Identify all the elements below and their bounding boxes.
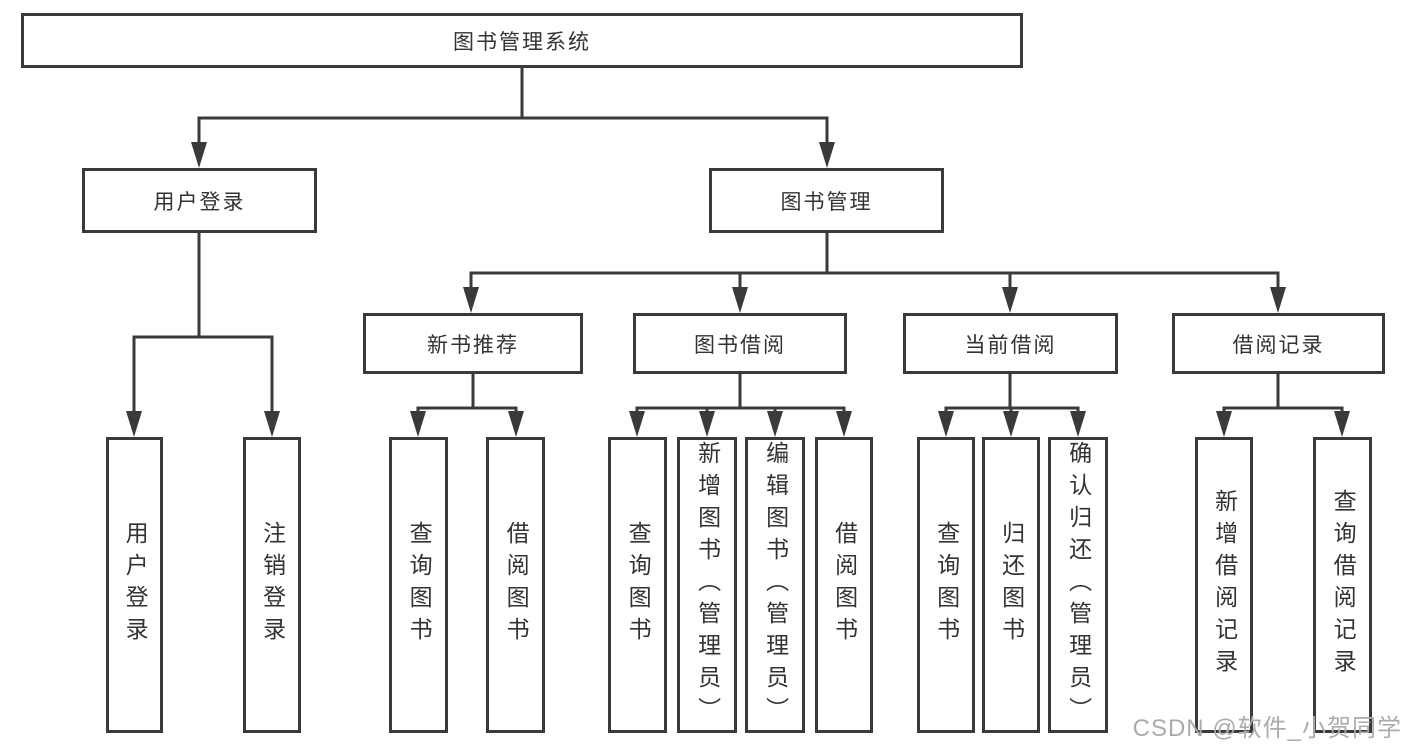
leaf-label: 确认归还（管理员） <box>1065 441 1092 729</box>
node-user-login: 用户登录 <box>82 168 317 233</box>
leaf-confirm-return-admin: 确认归还（管理员） <box>1048 437 1108 733</box>
node-new-book-recommend: 新书推荐 <box>363 313 583 374</box>
leaf-logout: 注销登录 <box>243 437 301 733</box>
leaf-borrow-books: 借阅图书 <box>815 437 873 733</box>
leaf-label: 查询图书 <box>933 521 960 649</box>
leaf-label: 注销登录 <box>259 521 286 649</box>
leaf-label: 借阅图书 <box>831 521 858 649</box>
leaf-label: 查询借阅记录 <box>1330 489 1357 681</box>
leaf-return-book: 归还图书 <box>982 437 1040 733</box>
csdn-watermark: CSDN @软件_小贺同学 <box>1132 715 1402 742</box>
connector-new-book-recommend <box>410 372 524 437</box>
leaf-query-books-recommend: 查询图书 <box>389 437 448 733</box>
leaf-label: 编辑图书（管理员） <box>762 441 789 729</box>
leaf-add-book-admin: 新增图书（管理员） <box>677 437 737 733</box>
leaf-label: 查询图书 <box>625 521 652 649</box>
node-current-borrow: 当前借阅 <box>903 313 1118 374</box>
leaf-query-borrow-record: 查询借阅记录 <box>1313 437 1372 733</box>
leaf-label: 归还图书 <box>998 521 1025 649</box>
leaf-label: 用户登录 <box>122 521 149 649</box>
connector-user-login <box>126 231 280 437</box>
node-book-borrow: 图书借阅 <box>633 313 847 374</box>
leaf-label: 新增借阅记录 <box>1211 489 1238 681</box>
leaf-query-books-borrow: 查询图书 <box>608 437 667 733</box>
connector-borrow-records <box>1216 372 1350 437</box>
connector-book-borrow <box>629 372 852 437</box>
connector-current-borrow <box>938 372 1086 437</box>
leaf-label: 借阅图书 <box>503 521 530 649</box>
node-root: 图书管理系统 <box>21 13 1023 68</box>
leaf-label: 新增图书（管理员） <box>694 441 721 729</box>
leaf-user-login: 用户登录 <box>106 437 163 733</box>
connector-root <box>191 66 835 168</box>
leaf-borrow-books-recommend: 借阅图书 <box>486 437 545 733</box>
connector-book-management <box>463 231 1286 313</box>
leaf-edit-book-admin: 编辑图书（管理员） <box>745 437 805 733</box>
leaf-query-books-current: 查询图书 <box>917 437 975 733</box>
node-book-management: 图书管理 <box>709 168 944 233</box>
leaf-add-borrow-record: 新增借阅记录 <box>1195 437 1253 733</box>
leaf-label: 查询图书 <box>406 521 433 649</box>
node-borrow-records: 借阅记录 <box>1172 313 1385 374</box>
